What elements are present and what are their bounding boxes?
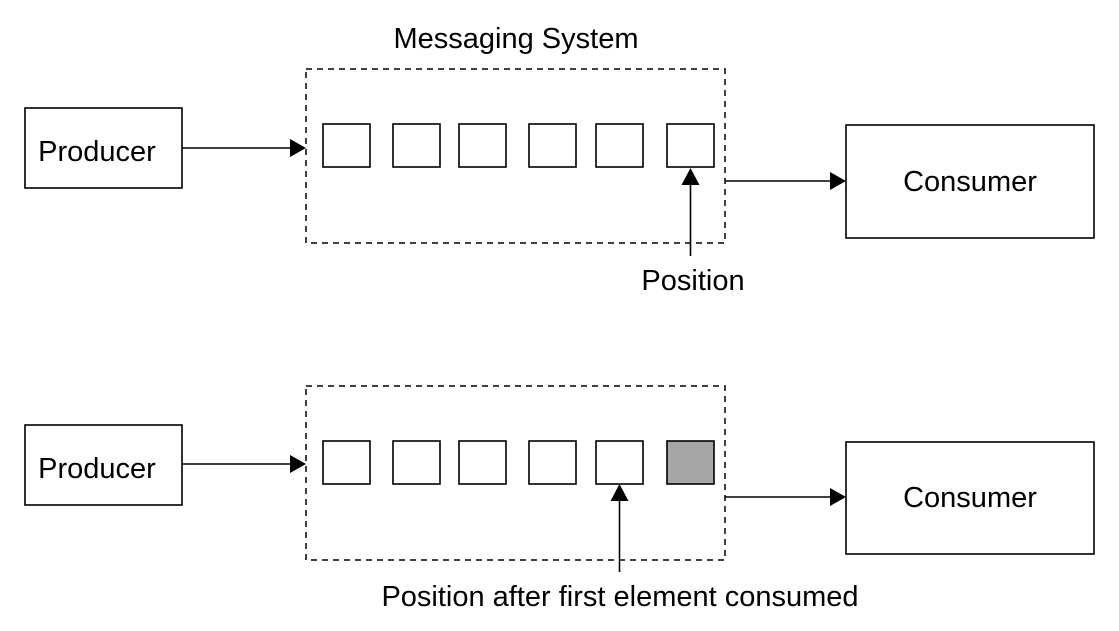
top-queue-cell-2: [392, 123, 441, 168]
bottom-queue-cell-3: [458, 440, 507, 485]
top-producer-label: Producer: [38, 136, 156, 168]
top-queue-cell-6: [666, 123, 715, 168]
top-position-pointer-head: [681, 168, 700, 185]
diagram-title: Messaging System: [394, 23, 639, 55]
bottom-queue-cell-1: [322, 440, 371, 485]
bottom-consumer-label: Consumer: [903, 482, 1037, 514]
bottom-producer-label: Producer: [38, 453, 156, 485]
top-queue-cell-4: [528, 123, 577, 168]
bottom-queue-cell-5: [595, 440, 644, 485]
bottom-consumer-arrow-head: [830, 488, 846, 506]
bottom-producer-arrow-head: [290, 455, 306, 473]
top-consumer-arrow-head: [830, 172, 846, 190]
bottom-queue-cells: [322, 440, 715, 485]
bottom-producer-box: [24, 424, 183, 506]
bottom-scenario: Producer Consumer Position after first e…: [24, 385, 1095, 613]
top-consumer-label: Consumer: [903, 166, 1037, 198]
bottom-queue-cell-6-consumed: [666, 440, 715, 485]
bottom-position-pointer-head: [610, 484, 629, 501]
top-messaging-system-frame: [305, 68, 726, 244]
bottom-consumer-box: [845, 441, 1095, 555]
bottom-position-label: Position after first element consumed: [381, 581, 858, 613]
top-producer-box: [24, 107, 183, 189]
top-queue-cell-5: [595, 123, 644, 168]
top-scenario: Producer Consumer Position: [24, 68, 1095, 297]
top-position-label: Position: [641, 265, 744, 297]
bottom-queue-cell-4: [528, 440, 577, 485]
top-queue-cell-1: [322, 123, 371, 168]
top-producer-arrow-head: [290, 139, 306, 157]
bottom-messaging-system-frame: [305, 385, 726, 561]
top-queue-cell-3: [458, 123, 507, 168]
top-consumer-box: [845, 124, 1095, 239]
top-queue-cells: [322, 123, 715, 168]
bottom-queue-cell-2: [392, 440, 441, 485]
